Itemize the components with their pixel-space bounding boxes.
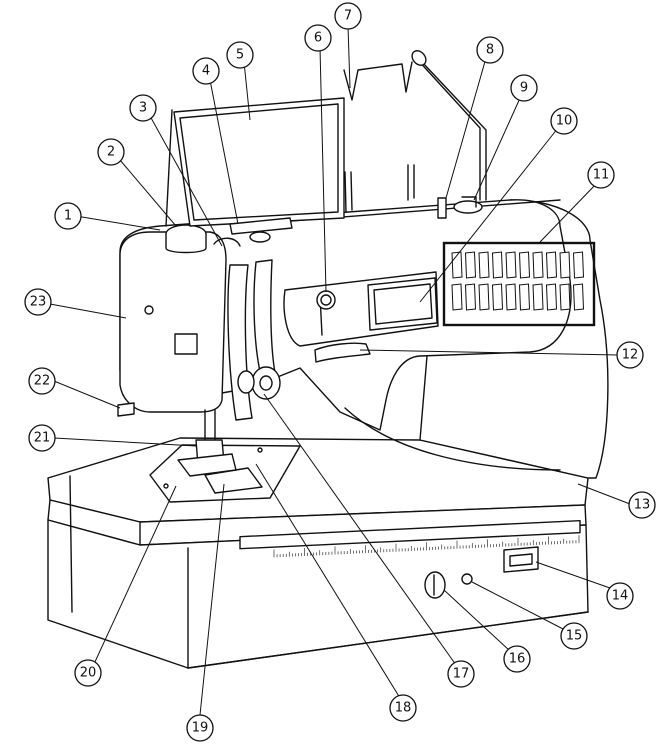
pattern-key: [545, 251, 558, 279]
callout-13: 13: [628, 491, 656, 519]
svg-text:9: 9: [520, 81, 528, 96]
svg-text:12: 12: [622, 348, 639, 363]
leader-lines: [49, 25, 631, 716]
speed-slider: [314, 342, 371, 363]
pattern-key: [451, 283, 463, 311]
svg-text:8: 8: [486, 43, 494, 58]
callout-19: 19: [186, 714, 214, 742]
pattern-key: [491, 251, 504, 279]
pattern-panel: [442, 241, 596, 327]
svg-text:1: 1: [64, 209, 72, 224]
svg-text:16: 16: [509, 652, 526, 667]
pattern-key: [559, 251, 571, 279]
svg-text:2: 2: [107, 145, 115, 160]
lcd-screen: [367, 277, 438, 331]
svg-text:17: 17: [453, 667, 470, 682]
top-cover: [165, 97, 345, 227]
pattern-key: [572, 251, 585, 279]
callout-18: 18: [389, 694, 417, 722]
svg-text:13: 13: [634, 498, 651, 513]
pattern-key: [464, 283, 477, 311]
svg-text:23: 23: [30, 295, 47, 310]
thread-path: [213, 237, 277, 421]
svg-text:11: 11: [593, 168, 610, 183]
machine-head: [117, 224, 237, 477]
svg-text:14: 14: [612, 589, 629, 604]
callout-5: 5: [226, 41, 254, 69]
callout-2: 2: [97, 138, 125, 166]
callout-3: 3: [129, 94, 157, 122]
pattern-key: [532, 283, 544, 311]
speed-knob: [237, 366, 281, 400]
pattern-key: [572, 283, 585, 311]
svg-text:21: 21: [34, 431, 51, 446]
pattern-key: [505, 283, 517, 311]
svg-text:5: 5: [236, 48, 244, 63]
callout-7: 7: [334, 2, 362, 30]
front-controls: [424, 546, 539, 599]
callout-14: 14: [606, 582, 634, 610]
svg-text:19: 19: [192, 721, 209, 736]
callout-17: 17: [447, 660, 475, 688]
pattern-key: [532, 251, 544, 279]
pattern-key: [478, 283, 490, 311]
svg-text:6: 6: [314, 31, 322, 46]
start-stop-button: [316, 290, 336, 310]
callout-20: 20: [74, 659, 102, 687]
callout-9: 9: [510, 74, 538, 102]
callout-8: 8: [476, 36, 504, 64]
pattern-key: [559, 283, 571, 311]
pattern-key: [518, 251, 531, 279]
svg-text:22: 22: [34, 374, 51, 389]
svg-text:10: 10: [556, 114, 573, 129]
callout-6: 6: [304, 24, 332, 52]
svg-text:20: 20: [80, 666, 97, 681]
pattern-key: [518, 283, 531, 311]
svg-text:7: 7: [344, 9, 352, 24]
svg-text:18: 18: [395, 701, 412, 716]
pattern-key: [491, 283, 504, 311]
callout-4: 4: [192, 57, 220, 85]
svg-text:15: 15: [566, 629, 583, 644]
pattern-key: [505, 251, 517, 279]
thread-guide-top: [229, 217, 293, 243]
callout-23: 23: [24, 288, 52, 316]
callout-11: 11: [587, 161, 615, 189]
spool-stand: [343, 50, 487, 219]
pattern-key: [545, 283, 558, 311]
callout-15: 15: [560, 622, 588, 650]
callout-22: 22: [28, 367, 56, 395]
pattern-key: [464, 251, 477, 279]
callout-10: 10: [550, 107, 578, 135]
svg-text:3: 3: [139, 101, 147, 116]
svg-text:4: 4: [202, 64, 210, 79]
callout-12: 12: [616, 341, 644, 369]
callout-1: 1: [54, 202, 82, 230]
ruler: [239, 519, 581, 558]
pattern-key: [478, 251, 490, 279]
callout-16: 16: [503, 645, 531, 673]
callout-21: 21: [28, 424, 56, 452]
